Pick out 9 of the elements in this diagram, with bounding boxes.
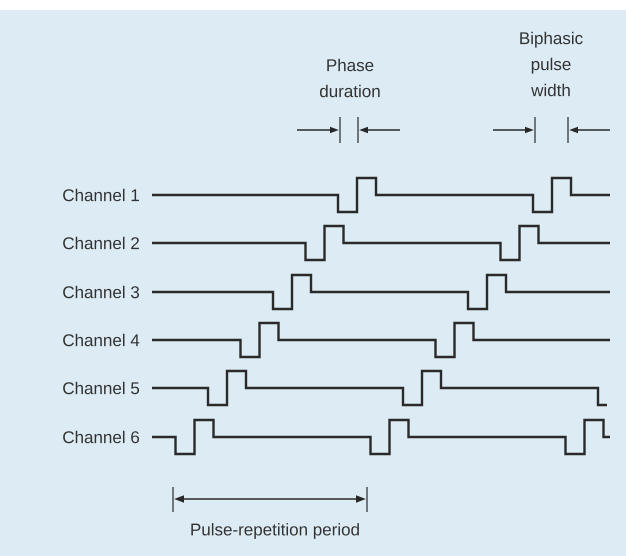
channel-label: Channel 1: [63, 188, 139, 202]
channel-label: Channel 4: [63, 334, 140, 346]
dimension-label: Pulse-repetition period: [191, 523, 359, 539]
dimension-label: Biphasic pulse width: [520, 32, 583, 96]
channel-label: Channel 3: [63, 286, 140, 298]
channel-label: Channel 6: [63, 430, 140, 444]
channel-label: Channel 2: [63, 236, 139, 250]
dimension-label: Phase duration: [320, 58, 380, 98]
channel-label: Channel 5: [63, 382, 140, 394]
